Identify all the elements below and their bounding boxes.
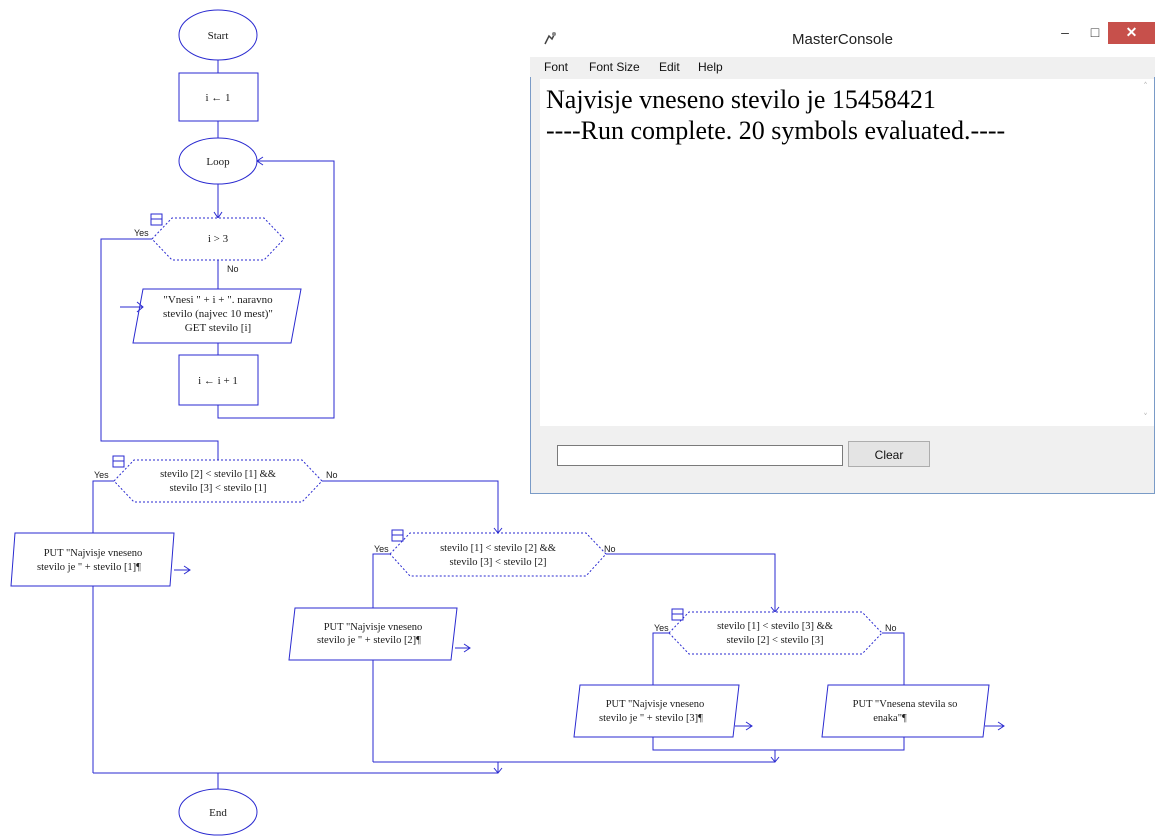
put3-line-2: stevilo je " + stevilo [3]¶: [599, 713, 703, 724]
output-line: Najvisje vneseno stevilo je 15458421: [546, 85, 936, 114]
no-label: No: [326, 470, 338, 480]
console-output[interactable]: Najvisje vneseno stevilo je 15458421 ---…: [540, 79, 1154, 426]
window-title: MasterConsole: [792, 31, 893, 48]
no-label: No: [604, 544, 616, 554]
minimize-icon[interactable]: –: [1061, 24, 1069, 40]
dec2-line-2: stevilo [3] < stevilo [2]: [450, 557, 547, 568]
put4-line-2: enaka"¶: [873, 713, 907, 724]
scroll-up-icon[interactable]: ˄: [1143, 82, 1148, 92]
init-node[interactable]: [178, 72, 259, 122]
init-label: i ← 1: [205, 92, 230, 104]
menu-edit[interactable]: Edit: [659, 60, 680, 74]
loop-decision[interactable]: [151, 217, 285, 261]
put2-line-1: PUT "Najvisje vneseno: [324, 622, 423, 633]
put4-line-1: PUT "Vnesena stevila so: [853, 699, 958, 710]
dec3-line-2: stevilo [2] < stevilo [3]: [727, 635, 824, 646]
increment-node[interactable]: [178, 354, 259, 406]
dec2-line-1: stevilo [1] < stevilo [2] &&: [440, 543, 556, 554]
end-node[interactable]: [178, 788, 258, 836]
input-line-3: GET stevilo [i]: [185, 322, 251, 334]
no-label: No: [227, 264, 239, 274]
input-line-2: stevilo (najvec 10 mest)": [163, 308, 273, 320]
input-line-1: "Vnesi " + i + ". naravno: [163, 294, 273, 306]
put2-line-2: stevilo je " + stevilo [2]¶: [317, 635, 421, 646]
collapse-icon[interactable]: [112, 455, 125, 468]
collapse-icon[interactable]: [671, 608, 684, 621]
increment-label: i ← i + 1: [198, 375, 238, 387]
loop-label: Loop: [206, 156, 230, 168]
put1-line-1: PUT "Najvisje vneseno: [44, 548, 143, 559]
put3-line-1: PUT "Najvisje vneseno: [606, 699, 705, 710]
dec1-line-2: stevilo [3] < stevilo [1]: [170, 483, 267, 494]
yes-label: Yes: [654, 623, 669, 633]
put-3-node[interactable]: [573, 684, 740, 738]
output-line: ----Run complete. 20 symbols evaluated.-…: [546, 116, 1006, 145]
menu-bar: Font Font Size Edit Help: [530, 57, 1155, 77]
no-label: No: [885, 623, 897, 633]
collapse-icon[interactable]: [150, 213, 163, 226]
menu-font-size[interactable]: Font Size: [589, 60, 640, 74]
start-label: Start: [208, 30, 229, 42]
put-1-node[interactable]: [10, 532, 175, 587]
clear-button[interactable]: Clear: [848, 441, 930, 467]
menu-help[interactable]: Help: [698, 60, 723, 74]
put-2-node[interactable]: [288, 607, 458, 661]
collapse-icon[interactable]: [391, 529, 404, 542]
dec3-line-1: stevilo [1] < stevilo [3] &&: [717, 621, 833, 632]
end-label: End: [209, 807, 227, 819]
close-icon[interactable]: ✕: [1108, 22, 1155, 44]
title-bar[interactable]: MasterConsole – □ ✕: [530, 22, 1155, 57]
yes-label: Yes: [134, 228, 149, 238]
scroll-down-icon[interactable]: ˅: [1143, 413, 1148, 423]
dec1-line-1: stevilo [2] < stevilo [1] &&: [160, 469, 276, 480]
put-4-node[interactable]: [821, 684, 990, 738]
decision-2[interactable]: [389, 532, 607, 577]
command-input[interactable]: [557, 445, 843, 466]
vertical-scrollbar[interactable]: ˄ ˅: [1137, 79, 1154, 426]
master-console-window: MasterConsole – □ ✕ Font Font Size Edit …: [530, 22, 1155, 494]
decision-3[interactable]: [668, 611, 883, 655]
yes-label: Yes: [374, 544, 389, 554]
yes-label: Yes: [94, 470, 109, 480]
maximize-icon[interactable]: □: [1090, 24, 1100, 40]
loop-cond-label: i > 3: [208, 233, 229, 245]
decision-1[interactable]: [113, 459, 323, 503]
menu-font[interactable]: Font: [544, 60, 569, 74]
put1-line-2: stevilo je " + stevilo [1]¶: [37, 562, 141, 573]
app-icon: [544, 32, 556, 45]
input-node[interactable]: [132, 288, 302, 344]
